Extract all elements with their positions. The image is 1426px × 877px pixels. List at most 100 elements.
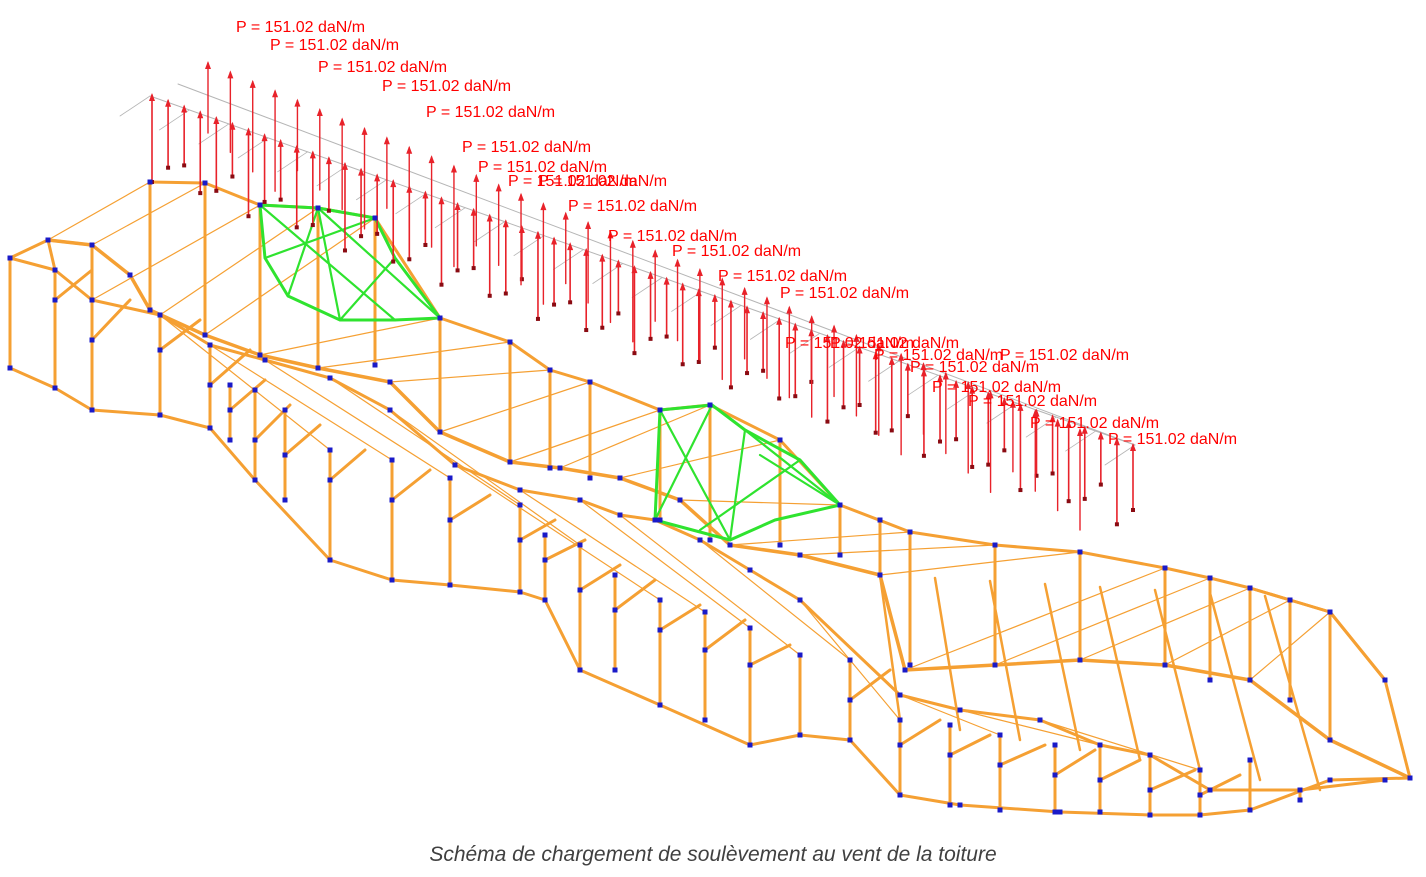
load-arrow-head xyxy=(615,259,622,268)
load-point xyxy=(712,345,717,350)
load-point xyxy=(761,368,766,373)
knee-brace xyxy=(848,668,892,702)
structure-node xyxy=(372,362,378,368)
structure-node xyxy=(547,465,553,471)
structure-node xyxy=(1162,565,1168,571)
load-point xyxy=(1034,473,1039,478)
load-arrow-head xyxy=(406,145,413,154)
structure-node xyxy=(52,297,58,303)
structure-node xyxy=(1297,787,1303,793)
structure-node xyxy=(202,180,208,186)
structure-node xyxy=(1057,809,1063,815)
structure-node xyxy=(517,502,523,508)
bracing-diagonal xyxy=(743,428,842,507)
structure-node xyxy=(437,315,443,321)
structure-node xyxy=(947,802,953,808)
structure-node xyxy=(707,402,713,408)
load-arrow-head xyxy=(719,277,726,286)
structure-node xyxy=(507,459,513,465)
roof-purlin xyxy=(204,217,376,336)
load-arrow-head xyxy=(1065,420,1072,429)
load-arrow-head xyxy=(197,110,204,119)
load-point xyxy=(664,334,669,339)
structure-node xyxy=(747,662,753,668)
structure-node xyxy=(747,625,753,631)
structure-node xyxy=(847,737,853,743)
load-arrow-head xyxy=(776,316,783,325)
load-value-label: P = 151.02 daN/m xyxy=(968,393,1097,410)
structure-node xyxy=(1297,797,1303,803)
load-guide-tick xyxy=(553,249,584,270)
load-arrow-head xyxy=(341,161,348,170)
roof-purlin xyxy=(389,409,581,546)
structure-node xyxy=(282,497,288,503)
roof-purlin xyxy=(904,567,1166,671)
knee-brace xyxy=(948,733,992,757)
load-labels: P = 151.02 daN/m P = 151.02 daN/m P = 151.… xyxy=(236,19,1237,448)
structure-node xyxy=(947,752,953,758)
load-arrow-head xyxy=(937,374,944,383)
knee-brace xyxy=(1148,768,1197,792)
structure-node xyxy=(52,385,58,391)
roof-purlin xyxy=(91,182,206,246)
structure-node xyxy=(1327,777,1333,783)
structure-node xyxy=(147,307,153,313)
load-point xyxy=(873,430,878,435)
structure-node xyxy=(227,437,233,443)
load-arrow-head xyxy=(1017,402,1024,411)
roof-purlin xyxy=(559,404,711,469)
structure-node xyxy=(947,722,953,728)
structure-node xyxy=(1077,549,1083,555)
load-value-label: P = 151.02 daN/m xyxy=(426,104,555,121)
structure-node xyxy=(702,609,708,615)
structure-node xyxy=(747,742,753,748)
load-arrow-head xyxy=(744,305,751,314)
load-point xyxy=(1002,448,1007,453)
load-arrow-head xyxy=(454,202,461,211)
knee-brace xyxy=(158,318,202,352)
roof-purlin xyxy=(509,409,661,463)
roof-purlin xyxy=(159,314,331,451)
hall-rafter xyxy=(878,573,902,722)
structure-node xyxy=(1097,777,1103,783)
load-arrow-head xyxy=(495,183,502,192)
structure-node xyxy=(157,412,163,418)
structure-node xyxy=(837,552,843,558)
load-value-label: P = 151.02 daN/m xyxy=(508,173,637,190)
load-arrow-head xyxy=(792,322,799,331)
load-guide-tick xyxy=(277,151,309,173)
structure-node xyxy=(797,552,803,558)
load-arrow-head xyxy=(390,179,397,188)
load-point xyxy=(680,362,685,367)
structure-node xyxy=(1097,742,1103,748)
structure-node xyxy=(282,407,288,413)
hall-rafter xyxy=(988,579,1022,742)
load-arrow-head xyxy=(1097,431,1104,440)
structure-node xyxy=(1147,752,1153,758)
load-arrow-head xyxy=(853,333,860,342)
structure-node xyxy=(542,532,548,538)
load-point xyxy=(938,439,943,444)
load-arrow-head xyxy=(898,352,905,361)
structure-node xyxy=(517,589,523,595)
load-arrow-head xyxy=(309,150,316,159)
load-point xyxy=(825,419,830,424)
roof-bracing-panel xyxy=(258,203,442,322)
load-arrow-head xyxy=(786,305,793,314)
structure-node xyxy=(1037,717,1043,723)
load-arrow-head xyxy=(181,104,188,113)
load-arrows xyxy=(149,61,1136,531)
load-arrow-head xyxy=(325,156,332,165)
structure-node xyxy=(1247,677,1253,683)
structure-node xyxy=(1327,737,1333,743)
load-arrow-head xyxy=(149,93,155,101)
load-point xyxy=(439,282,444,287)
structure-node xyxy=(1197,812,1203,818)
knee-brace xyxy=(1053,748,1097,777)
roof-purlin xyxy=(519,489,706,613)
load-arrow-head xyxy=(1113,437,1120,446)
roof-purlin xyxy=(879,551,1081,576)
structure-node xyxy=(1097,809,1103,815)
structure-node xyxy=(657,407,663,413)
load-arrow-head xyxy=(450,164,457,173)
